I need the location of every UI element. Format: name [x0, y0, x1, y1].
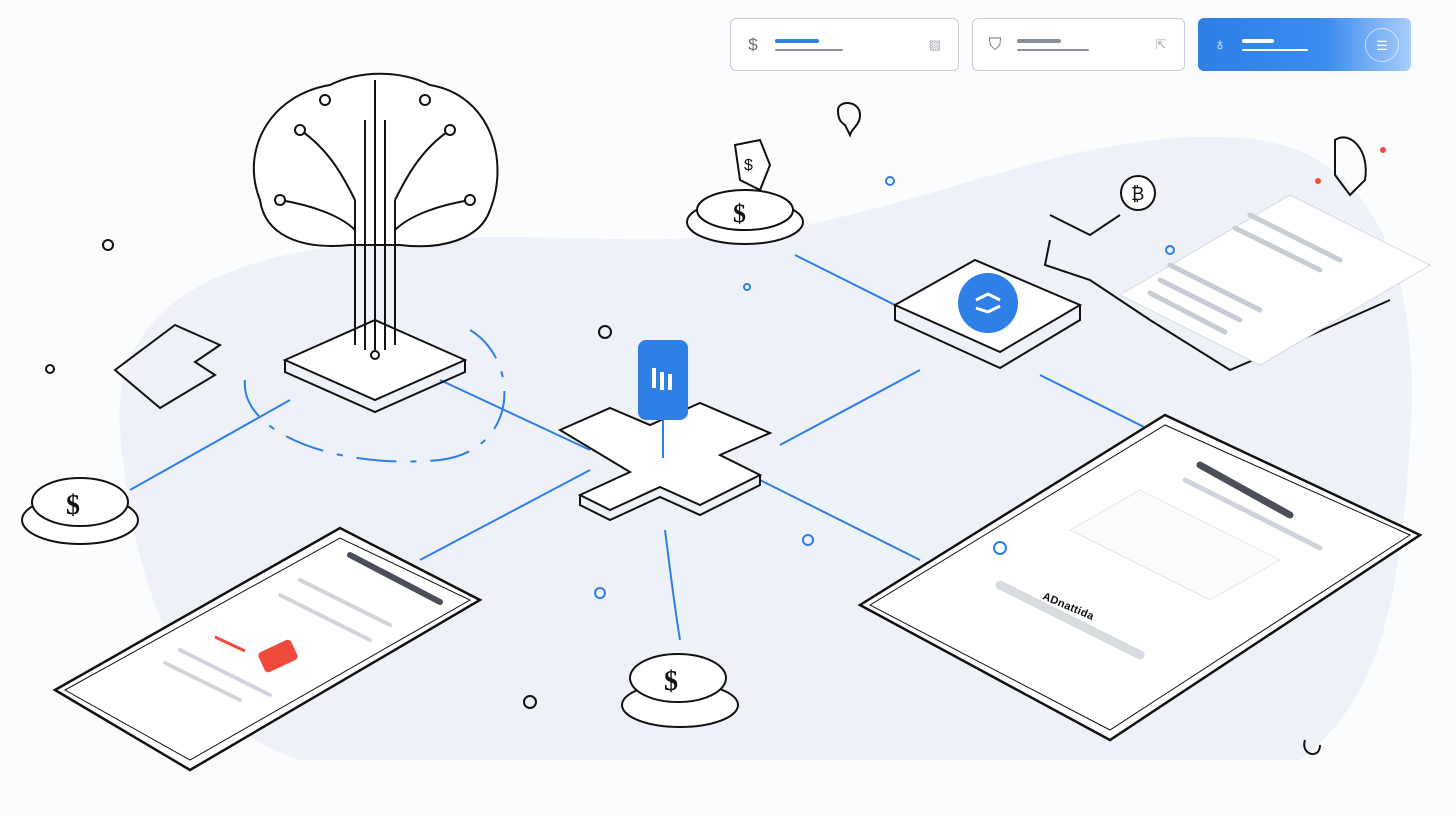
card-text-placeholder: [775, 38, 924, 51]
diamond-tile: [113, 323, 223, 410]
transfer-hub: [892, 258, 1083, 370]
svg-text:$: $: [664, 666, 678, 697]
export-icon[interactable]: ⇱: [1155, 36, 1167, 52]
svg-text:$: $: [733, 199, 746, 228]
bitcoin-glyph: ₿: [1131, 184, 1144, 204]
alert-badge: [258, 639, 298, 673]
coin-stacks: $ $ $ $: [21, 138, 804, 728]
blue-dots: [594, 176, 1175, 599]
tablet-shield-icon: [993, 541, 1007, 555]
svg-text:$: $: [66, 490, 80, 521]
image-icon[interactable]: ▨: [928, 36, 942, 52]
phone-device: [52, 526, 483, 772]
tablet-device: [857, 413, 1423, 742]
bar-chart-icon: [638, 340, 688, 458]
document-icon[interactable]: ☰: [1365, 27, 1399, 62]
svg-text:$: $: [744, 157, 753, 174]
coin-stack-top: $ $: [686, 138, 804, 245]
brain-tree-icon: [252, 72, 499, 414]
coin-stack-left: $: [21, 477, 139, 545]
document-panel: [1118, 194, 1432, 366]
central-cross-platform: [557, 401, 773, 522]
decor-marks: [45, 102, 1367, 755]
card-text-placeholder: [1242, 38, 1365, 51]
card-text-placeholder: [1017, 38, 1150, 51]
bitcoin-badge-icon: [1120, 175, 1156, 211]
coin-stack-bottom: $: [621, 653, 739, 728]
feature-card-sync-active[interactable]: ♁ ☰: [1198, 18, 1411, 71]
shield-icon: ⛉: [988, 34, 1002, 54]
feature-card-payments[interactable]: $ ▨: [730, 18, 959, 71]
feature-card-security[interactable]: ⛉ ⇱: [972, 18, 1185, 71]
dollar-icon: $: [748, 34, 758, 54]
connector-lines: [129, 254, 1151, 641]
red-dots: [1315, 147, 1386, 184]
sync-icon: ♁: [1213, 34, 1227, 54]
